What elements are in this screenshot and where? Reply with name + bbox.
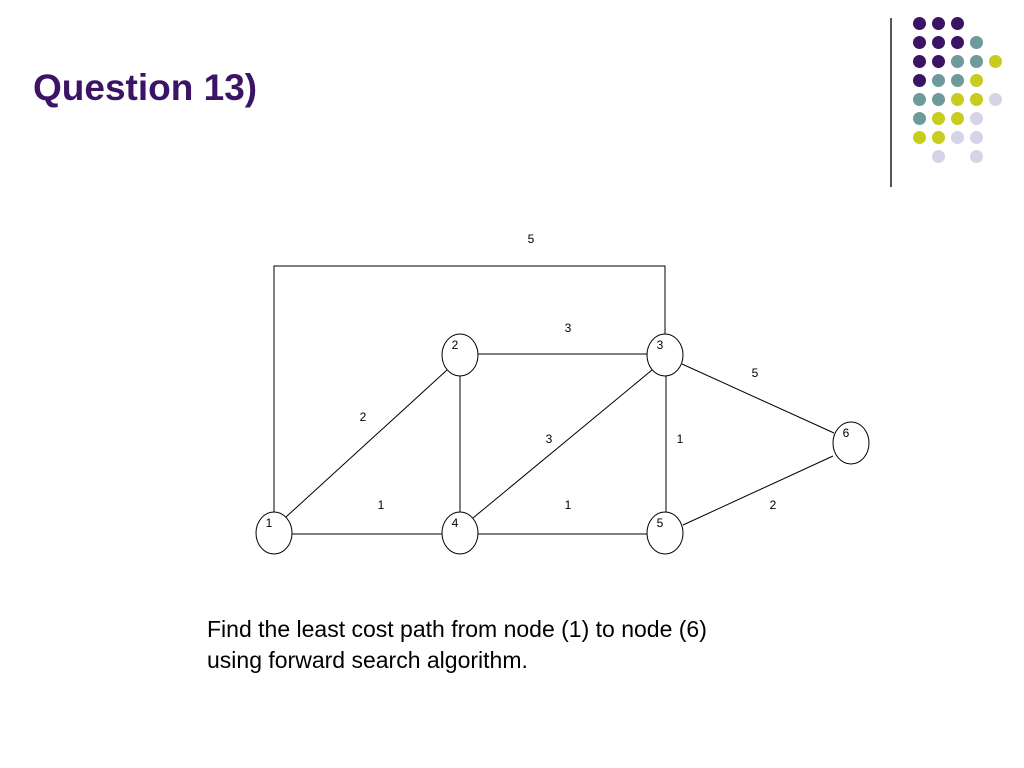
node-3	[646, 333, 684, 377]
question-caption: Find the least cost path from node (1) t…	[207, 614, 807, 676]
node-5	[646, 511, 684, 555]
node-1	[255, 511, 293, 555]
edge-weight-4-3: 3	[546, 432, 553, 446]
node-6	[832, 421, 870, 465]
node-4	[441, 511, 479, 555]
node-label-6: 6	[843, 426, 850, 440]
node-label-2: 2	[452, 338, 459, 352]
edge-weight-1-3: 5	[528, 232, 535, 246]
edge-weight-1-4: 1	[378, 498, 385, 512]
edge-weight-1-2: 2	[360, 410, 367, 424]
edge-3-6	[681, 363, 835, 434]
title-divider	[890, 18, 892, 187]
slide-title: Question 13)	[33, 67, 258, 108]
edge-1-3	[273, 265, 666, 512]
edge-4-3	[472, 369, 653, 519]
edge-weight-2-3: 3	[565, 321, 572, 335]
node-2	[441, 333, 479, 377]
edge-weight-4-5: 1	[565, 498, 572, 512]
node-label-4: 4	[452, 516, 459, 530]
node-label-3: 3	[657, 338, 664, 352]
caption-line-2: using forward search algorithm.	[207, 647, 528, 673]
edge-weight-3-6: 5	[752, 366, 759, 380]
edge-weight-5-6: 2	[770, 498, 777, 512]
caption-line-1: Find the least cost path from node (1) t…	[207, 616, 707, 642]
node-label-5: 5	[657, 516, 664, 530]
edge-1-2	[285, 369, 448, 518]
edge-weight-3-5: 1	[677, 432, 684, 446]
edge-5-6	[682, 455, 834, 526]
node-label-1: 1	[266, 516, 273, 530]
